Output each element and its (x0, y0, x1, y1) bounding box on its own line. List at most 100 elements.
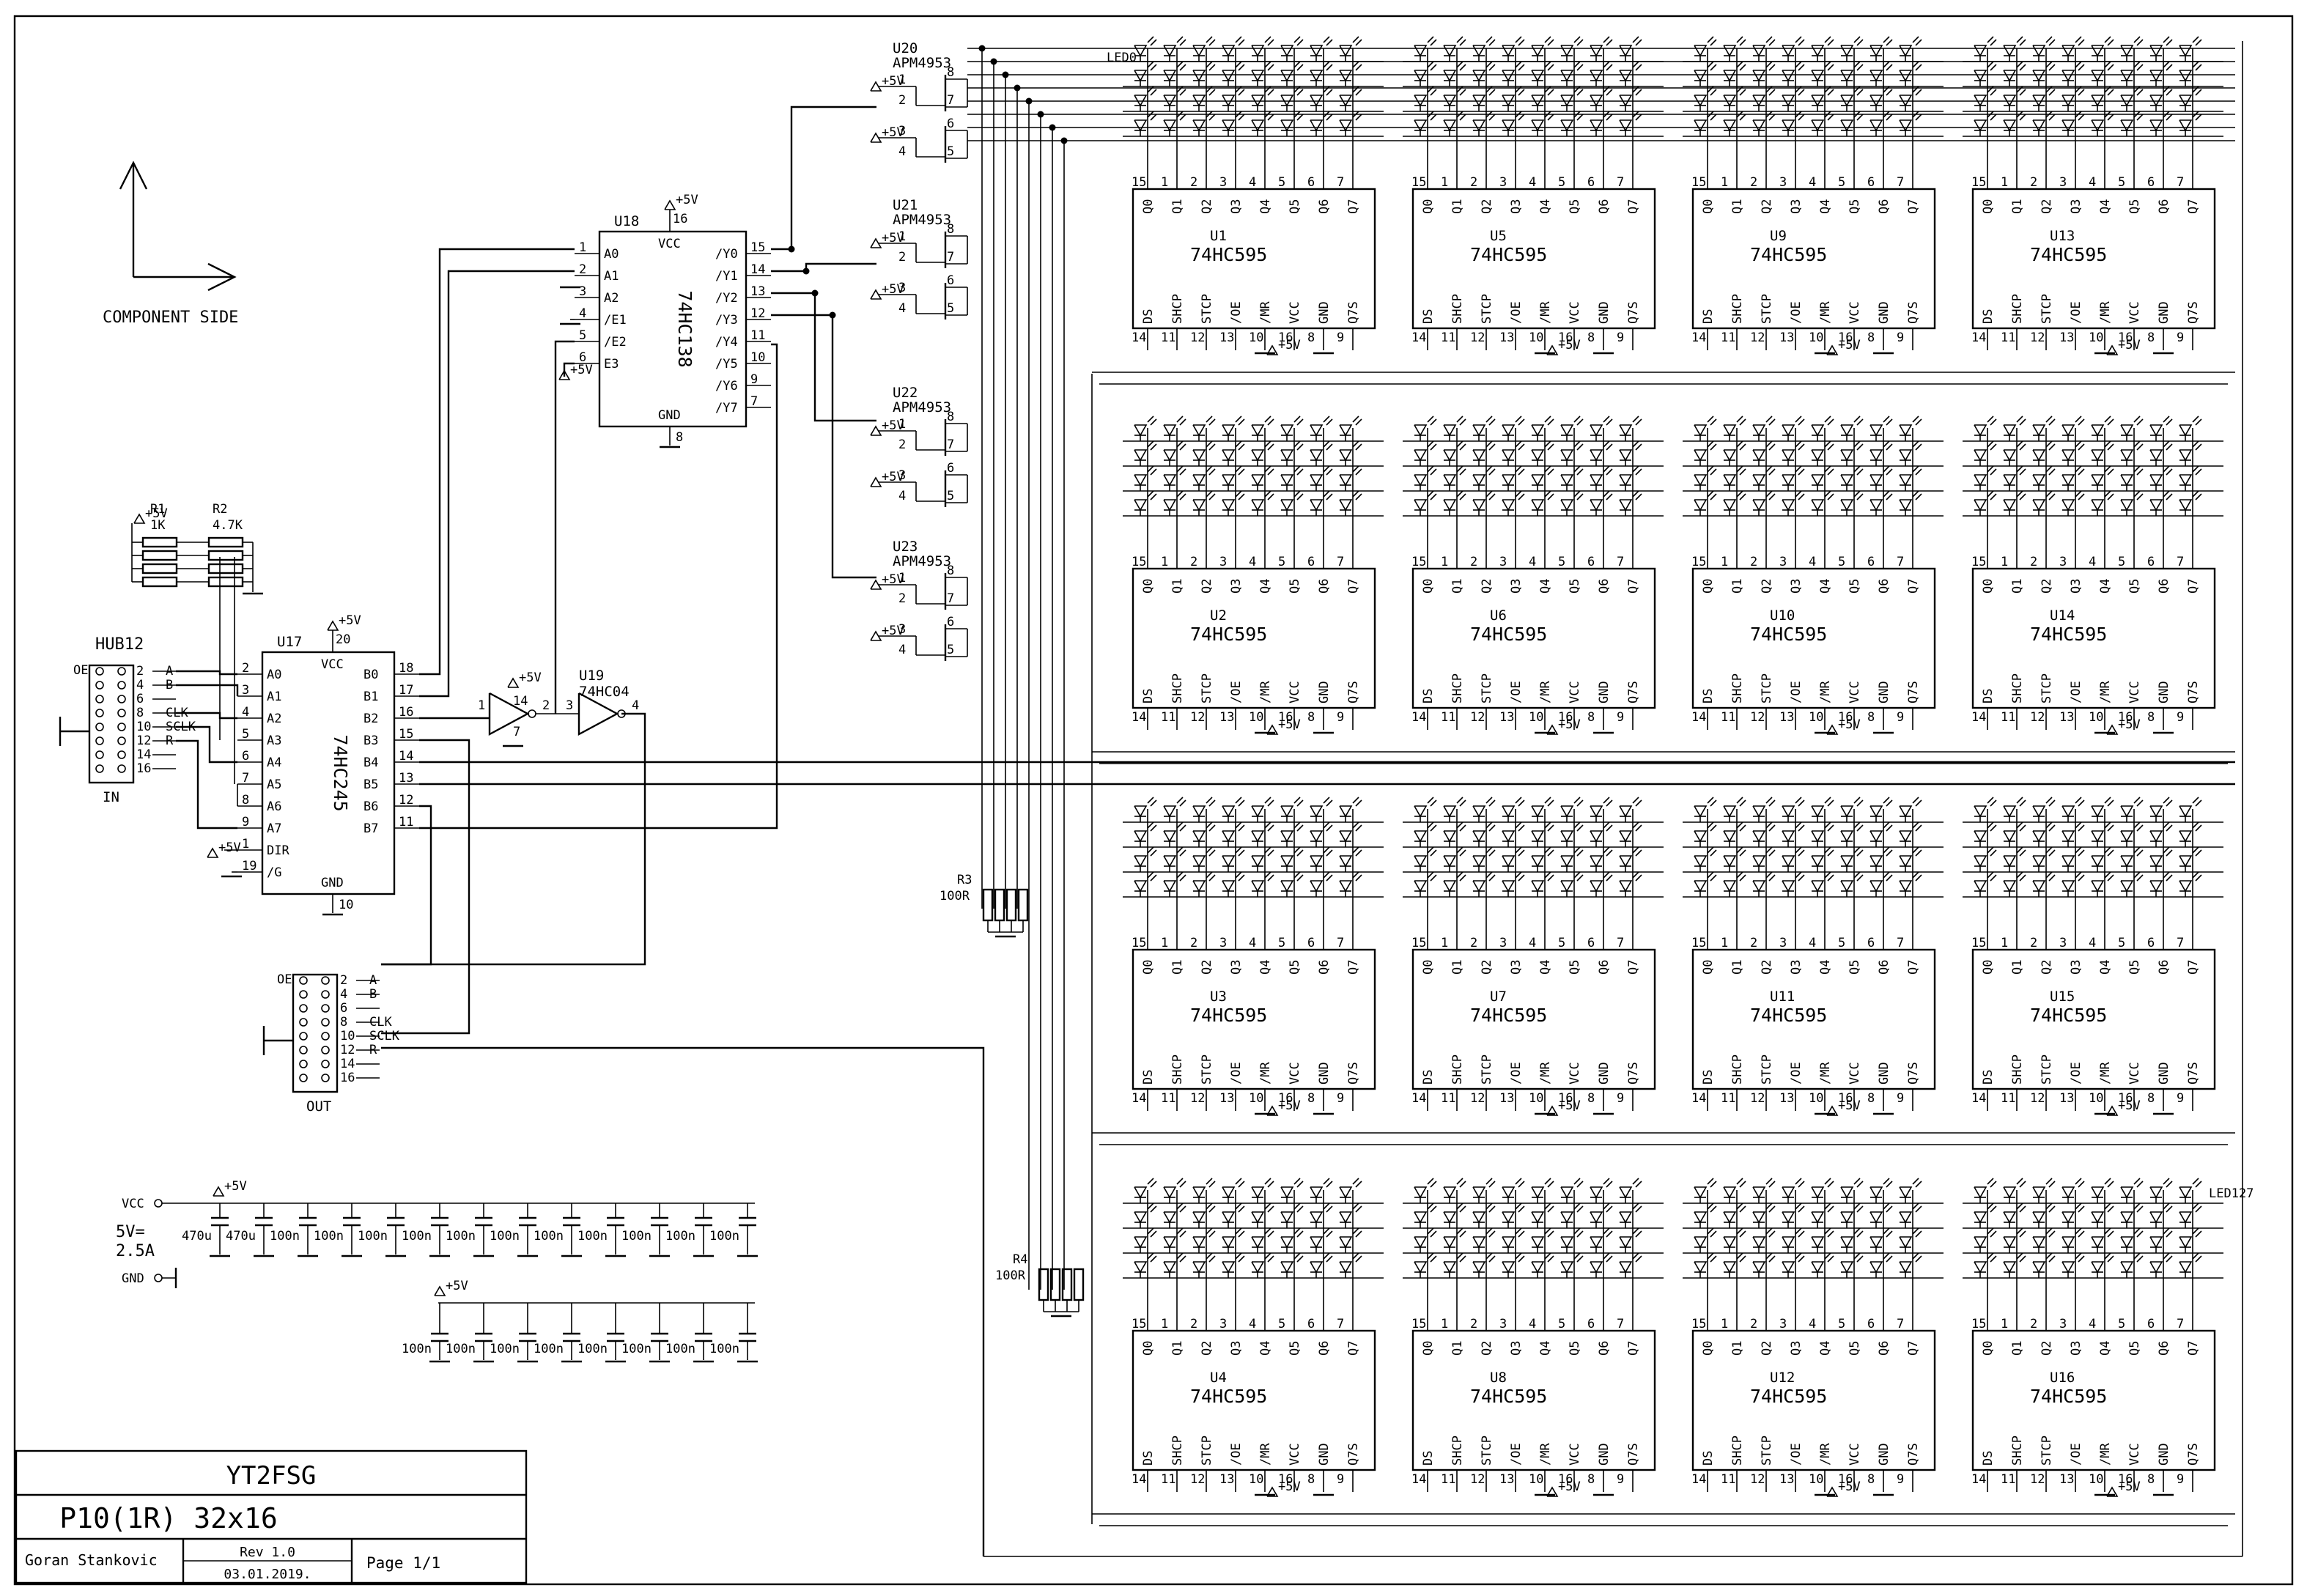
led-emission (2195, 1181, 2202, 1188)
led (2061, 1186, 2075, 1199)
wiring: +5V+5V (176, 41, 2243, 1557)
led (1222, 95, 1236, 107)
led (1694, 1236, 1708, 1249)
led-emission (2133, 61, 2141, 68)
led (2032, 1261, 2046, 1274)
shift-register-pin-name: SHCP (2010, 1054, 2025, 1085)
connector-pin (321, 1032, 330, 1041)
capacitor-value: 100n (358, 1229, 388, 1244)
led-emission (1352, 86, 1359, 93)
led (1280, 499, 1294, 511)
wire (771, 106, 876, 251)
mosfet-pin: 1 (898, 417, 906, 432)
led (2179, 474, 2193, 487)
resistor-r2 (207, 536, 244, 548)
led-emission (1886, 1255, 1893, 1263)
led-emission (1912, 86, 1919, 93)
shift-register-pin-name: Q3 (1229, 960, 1244, 975)
led (2032, 855, 2046, 868)
shift-register-pin-number: 2 (1190, 555, 1197, 569)
shift-register-pin-name: SHCP (1450, 1054, 1465, 1085)
led-emission (2163, 821, 2170, 829)
led-emission (1293, 1202, 1301, 1210)
capacitor-value: 100n (446, 1342, 476, 1356)
shift-register-pin-name: VCC (2127, 1062, 2142, 1085)
u19-pin: 14 (513, 694, 528, 709)
mosfet-ref: U20 (893, 40, 918, 56)
mosfet-supply-label: +5V (882, 74, 904, 89)
shift-register-pin-number: 6 (1587, 555, 1595, 569)
led-emission (2075, 86, 2082, 93)
led-emission (1576, 849, 1584, 857)
junction-dot (802, 267, 810, 275)
mosfet-part: APM4953 (893, 212, 951, 228)
shift-register-pin-name: /MR (1258, 1443, 1273, 1466)
led-emission (1208, 64, 1216, 71)
led-emission (1235, 846, 1242, 854)
wire (176, 739, 237, 830)
led-emission (1267, 824, 1274, 832)
shift-register-pin-name: SHCP (1170, 1436, 1185, 1466)
led (1723, 880, 1737, 893)
shift-register-pin-number: 1 (1721, 175, 1728, 190)
led (1869, 70, 1883, 82)
shift-register-pin-name: /OE (1509, 1062, 1524, 1085)
title-date: 03.01.2019. (224, 1567, 311, 1582)
led-emission (2163, 440, 2170, 448)
led-emission (1238, 468, 1245, 476)
led-emission (1798, 1205, 1805, 1213)
led (1869, 880, 1883, 893)
wire (554, 340, 575, 714)
led (1811, 1236, 1825, 1249)
led-emission (1853, 440, 1861, 448)
ic-pin-number: 2 (579, 262, 586, 277)
led-emission (2078, 1205, 2085, 1213)
led-emission (1456, 440, 1463, 448)
led-emission (1547, 493, 1554, 500)
led-emission (1427, 1202, 1434, 1210)
shift-register-pin-name: /MR (1818, 1443, 1833, 1466)
shift-register-pin-name: SHCP (1730, 1436, 1745, 1466)
led-emission (2016, 415, 2023, 423)
led (2149, 45, 2163, 57)
led (1472, 805, 1486, 818)
led-emission (1768, 468, 1776, 476)
led (1222, 880, 1236, 893)
shift-register-part: 74HC595 (2030, 1005, 2107, 1026)
led-emission (1827, 1205, 1834, 1213)
led-emission (1853, 1178, 1861, 1185)
ic-vcc-pin: 16 (673, 212, 687, 226)
shift-register-pin-number: 9 (2177, 710, 2184, 725)
shift-register-pin-name: Q5 (1288, 1341, 1302, 1356)
led-emission (1456, 1227, 1463, 1235)
led (1134, 449, 1148, 462)
led (2061, 830, 2075, 843)
led-emission (1606, 799, 1613, 807)
led-emission (1886, 1230, 1893, 1238)
led-emission (2019, 824, 2026, 832)
shift-register-pin-name: Q1 (1170, 960, 1185, 975)
power-supply (213, 1186, 225, 1197)
led-emission (1518, 1181, 1525, 1188)
led (2120, 1236, 2134, 1249)
led-emission (1856, 493, 1864, 500)
led-emission (1485, 415, 1493, 423)
connector-pin (95, 723, 104, 731)
capacitor-value: 470u (182, 1229, 212, 1244)
led (1222, 474, 1236, 487)
led-emission (2136, 1255, 2144, 1263)
shift-register-u6 (1411, 567, 1656, 709)
shift-register-pin-name: GND (1877, 681, 1891, 703)
led-emission (1296, 1181, 1304, 1188)
led-emission (1326, 849, 1333, 857)
led (1339, 805, 1353, 818)
shift-register-pin-number: 6 (1587, 936, 1595, 950)
shift-register-part: 74HC595 (2030, 624, 2107, 645)
led (1192, 45, 1206, 57)
shift-register-pin-number: 3 (1219, 555, 1227, 569)
shift-register-pin-name: VCC (2127, 301, 2142, 324)
led-emission (2166, 468, 2173, 476)
led (2149, 119, 2163, 132)
led (1163, 1261, 1177, 1274)
